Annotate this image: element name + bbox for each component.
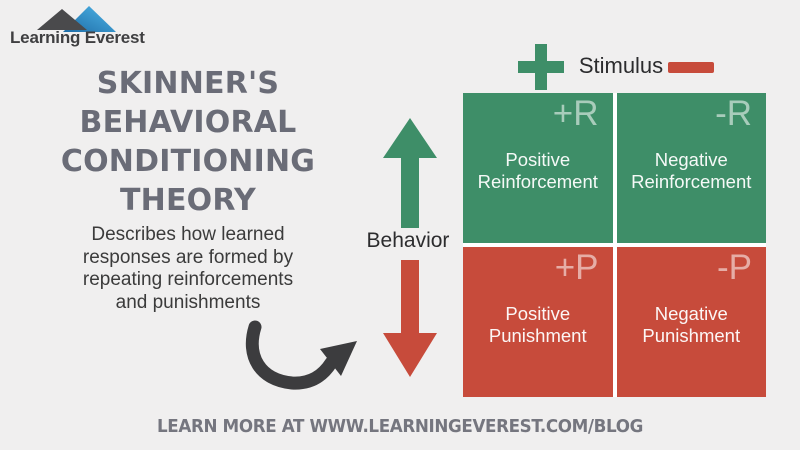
cell-label: Positive Reinforcement — [477, 149, 598, 192]
cell-code: +P — [554, 248, 599, 287]
cell-label: Negative Reinforcement — [631, 149, 752, 192]
description-line: responses are formed by — [82, 246, 294, 268]
curved-arrow-icon — [245, 320, 357, 390]
minus-icon — [668, 62, 714, 73]
title-line: SKINNER'S — [96, 66, 280, 101]
page-title: SKINNER'S BEHAVIORAL CONDITIONING THEORY — [38, 64, 338, 220]
title-line: THEORY — [120, 183, 256, 218]
cell-code: +R — [552, 94, 599, 133]
title-line: CONDITIONING — [60, 144, 316, 179]
mountain-logo-icon — [37, 6, 116, 32]
cell-positive-reinforcement: +R Positive Reinforcement — [463, 93, 613, 243]
title-line: BEHAVIORAL — [79, 105, 297, 140]
conditioning-matrix: +R Positive Reinforcement -R Negative Re… — [463, 93, 766, 397]
logo-text: Learning Everest — [10, 28, 145, 47]
arrow-down-icon — [383, 260, 437, 377]
cell-positive-punishment: +P Positive Punishment — [463, 247, 613, 397]
cell-code: -P — [717, 248, 752, 287]
stimulus-axis-label: Stimulus — [578, 53, 664, 78]
arrow-up-icon — [383, 118, 437, 228]
cell-label: Negative Punishment — [642, 303, 741, 346]
behavior-axis-label: Behavior — [366, 229, 450, 252]
footer-learn-more-text: LEARN MORE AT WWW.LEARNINGEVEREST.COM/BL… — [157, 416, 643, 437]
description-line: and punishments — [115, 291, 261, 313]
cell-code: -R — [715, 94, 752, 133]
description-line: repeating reinforcements — [82, 269, 294, 290]
logo: Learning Everest — [10, 2, 160, 50]
cell-negative-reinforcement: -R Negative Reinforcement — [616, 93, 766, 243]
plus-icon — [518, 44, 564, 90]
cell-label: Positive Punishment — [488, 303, 587, 346]
cell-negative-punishment: -P Negative Punishment — [616, 247, 766, 397]
description: Describes how learned responses are form… — [38, 224, 338, 314]
description-line: Describes how learned — [91, 224, 285, 245]
